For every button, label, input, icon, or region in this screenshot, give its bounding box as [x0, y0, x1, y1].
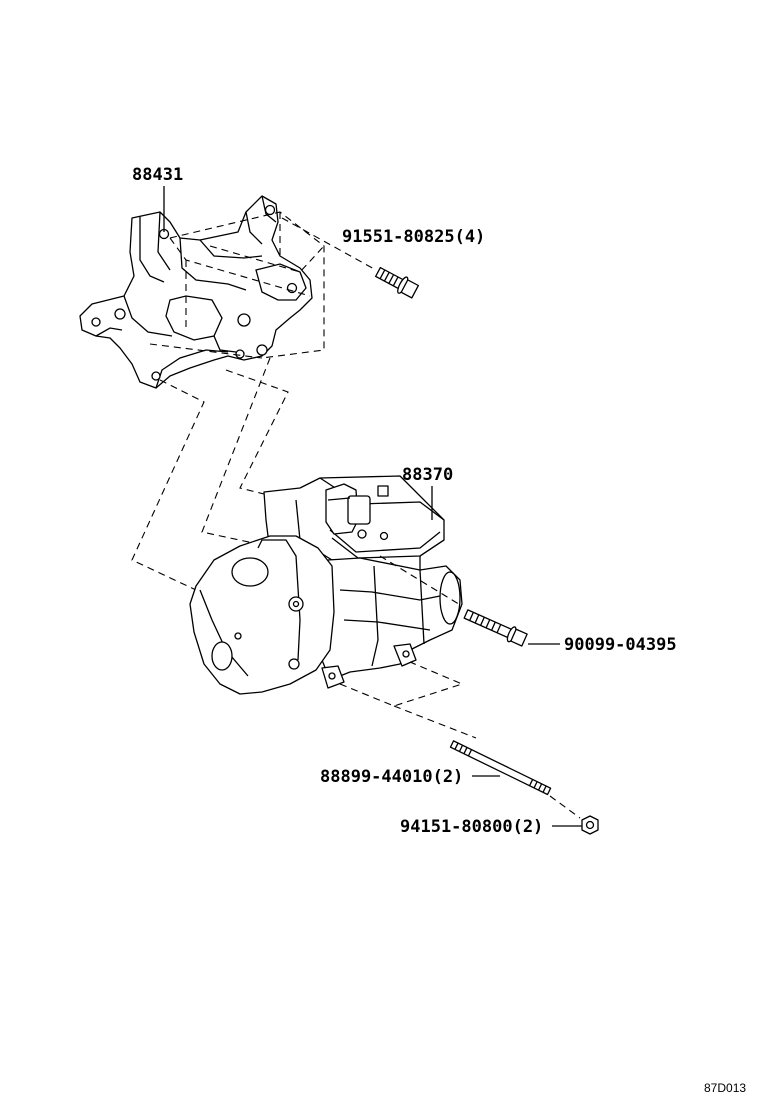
bracket-bolt-part-number: 91551-80825(4) [342, 227, 485, 247]
leader-lines [163, 186, 582, 827]
nut-part-number: 94151-80800(2) [400, 817, 543, 837]
compressor-alignment-lines [339, 555, 477, 739]
bracket-part-number: 88431 [132, 165, 183, 185]
stud-bolt-part[interactable] [449, 740, 552, 796]
bracket-to-compressor-lines [131, 357, 289, 591]
electric-compressor-part[interactable] [189, 475, 463, 695]
compressor-bracket-part[interactable] [79, 195, 313, 389]
diagram-code: 87D013 [704, 1081, 746, 1095]
bracket-alignment-lines [149, 211, 325, 359]
stud-part-number: 88899-44010(2) [320, 767, 463, 787]
compressor-bolt-part-number: 90099-04395 [564, 635, 677, 655]
compressor-part-number: 88370 [402, 465, 453, 485]
bracket-bolt-part[interactable] [281, 217, 420, 300]
flange-nut-part[interactable] [581, 815, 599, 835]
compressor-bolt-part[interactable] [463, 607, 528, 648]
stud-to-nut-line [549, 795, 581, 819]
